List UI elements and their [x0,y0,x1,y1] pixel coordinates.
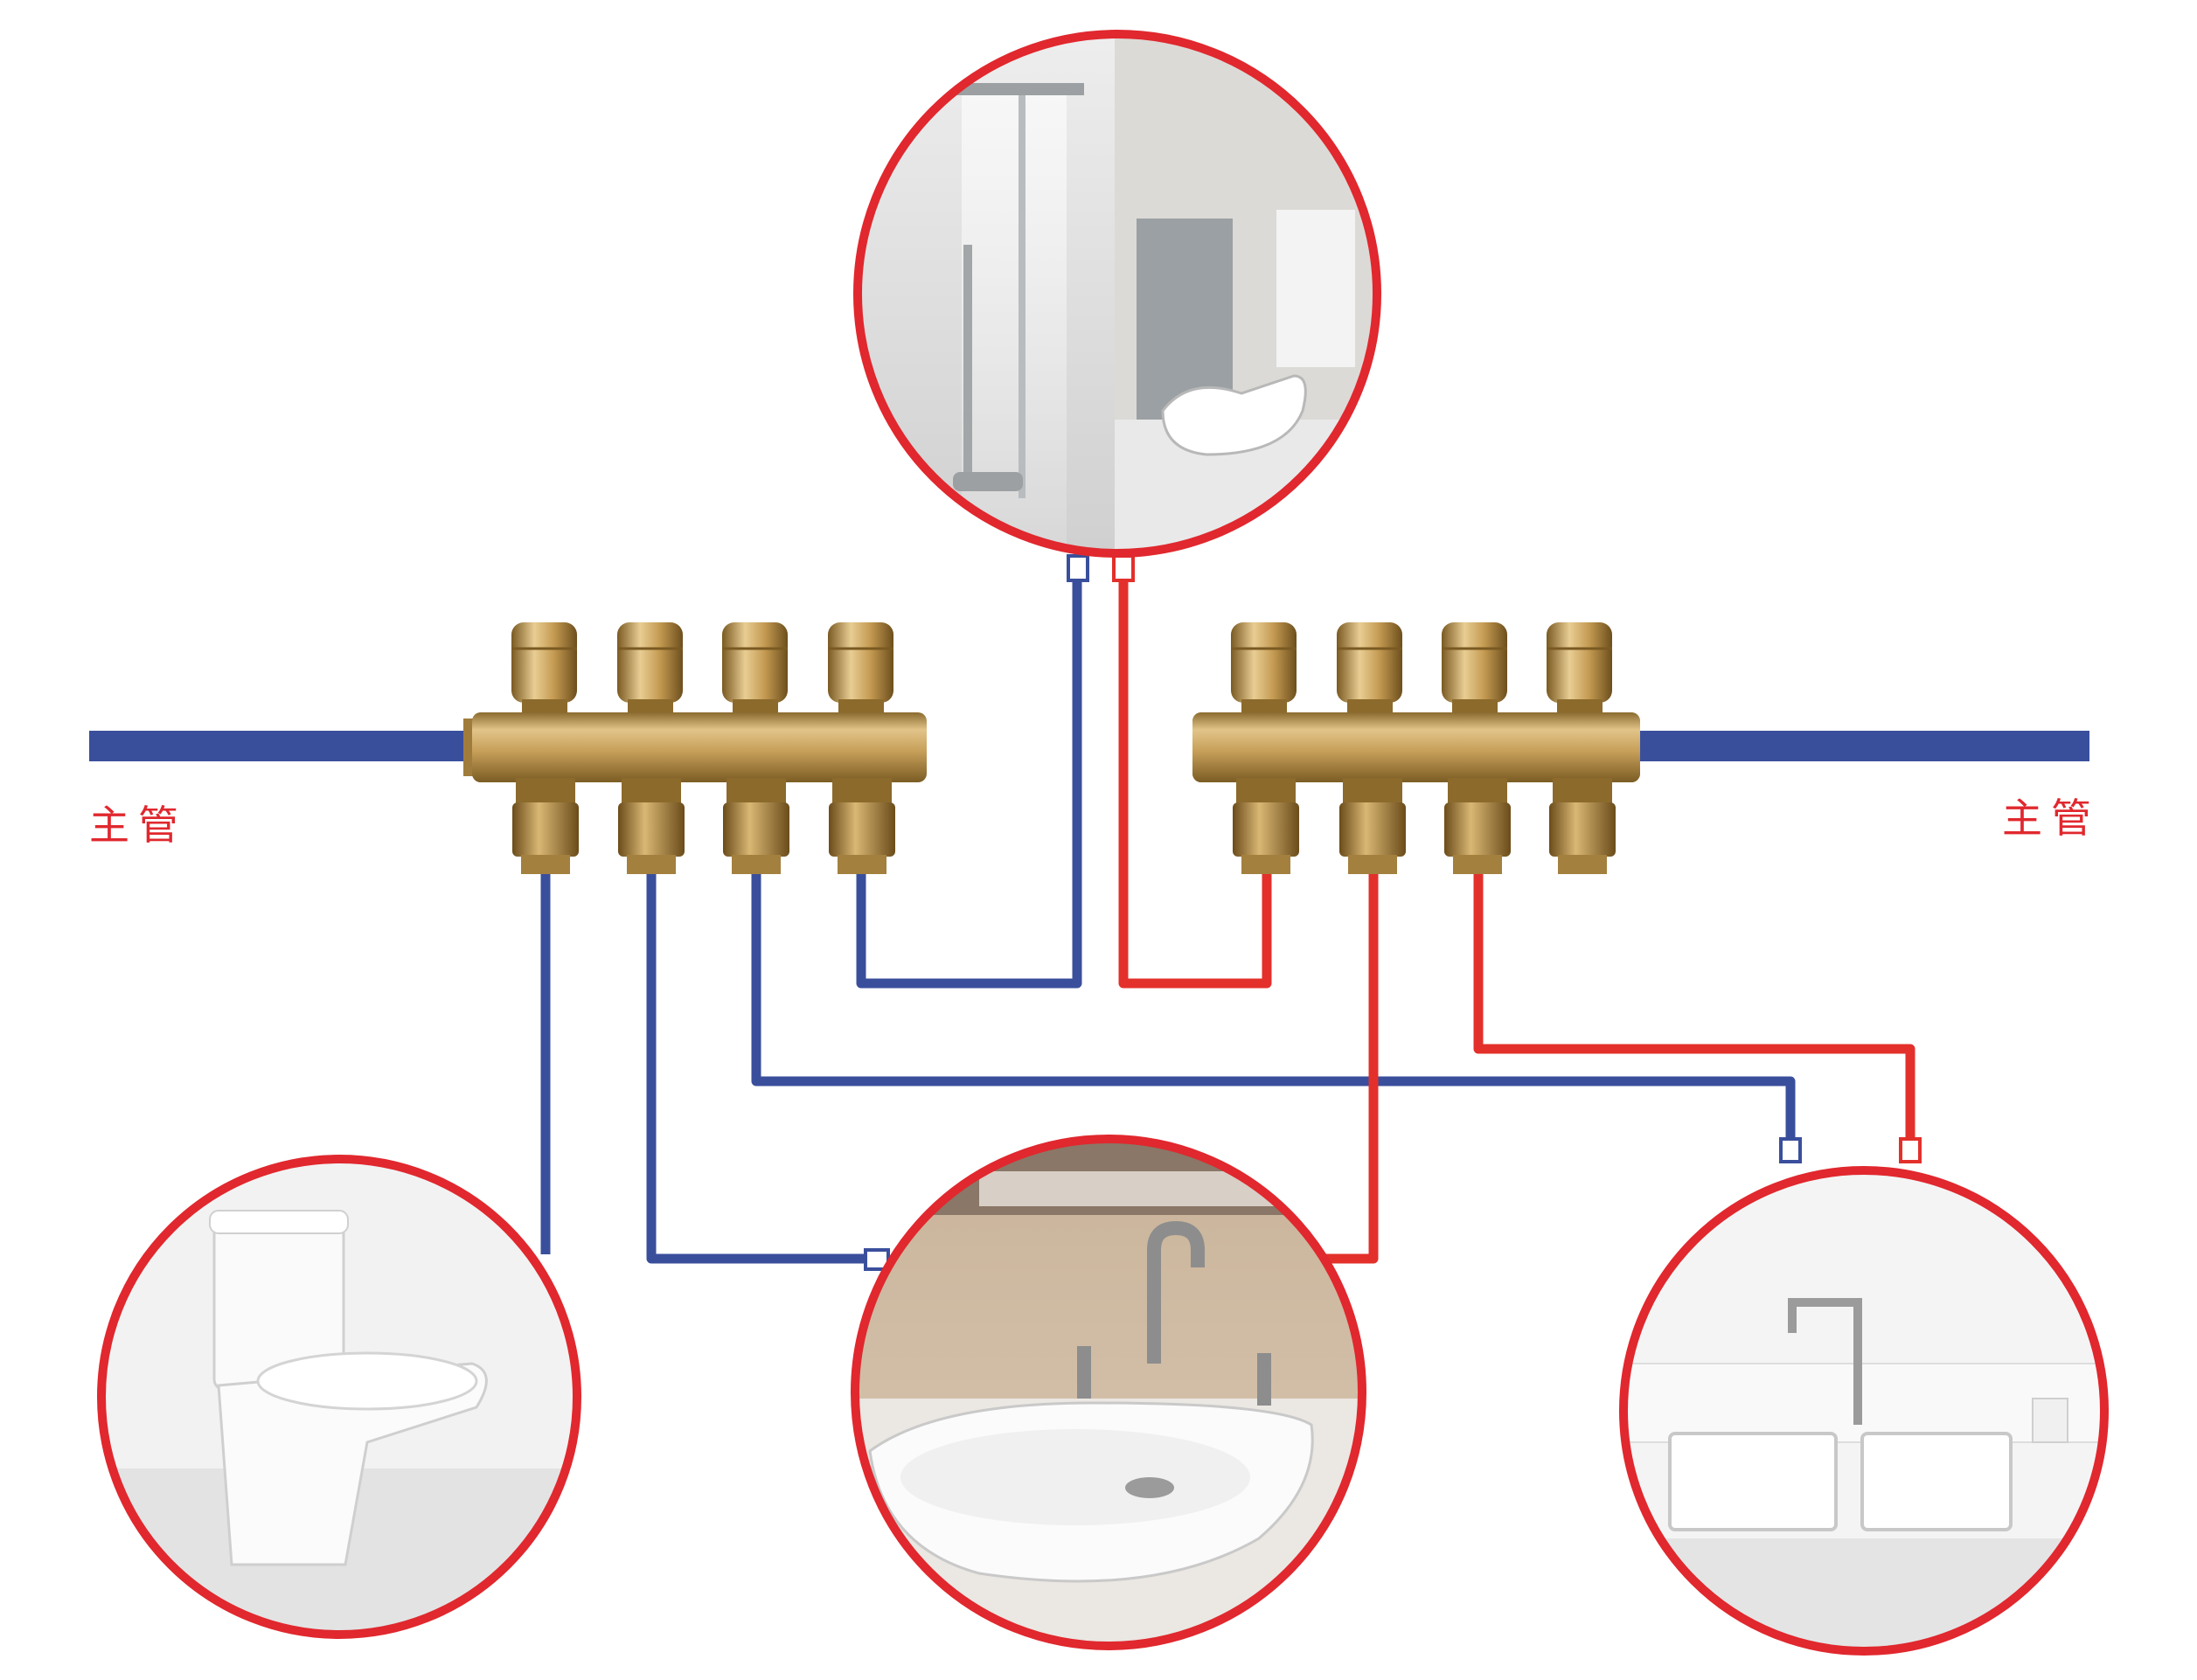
valve-cap [828,622,893,717]
kitchen-frame [1619,1166,2109,1656]
connector-kitchen-cold [1779,1137,1802,1163]
hot-manifold-valve-caps [1231,622,1612,717]
outlet-nut [1339,778,1406,874]
toilet-frame [97,1155,581,1639]
basin-frame [851,1135,1366,1650]
outlet-nut [1444,778,1511,874]
wash-basin-photo [851,1135,1366,1650]
hot-pipe-shower [1118,568,1272,989]
valve-cap [617,622,683,717]
outlet-nut [618,778,685,874]
valve-cap [722,622,788,717]
valve-cap [1442,622,1507,717]
cold-manifold-main-body [472,712,927,782]
hot-pipe-kitchen [1473,870,1915,1141]
outlet-nut [723,778,789,874]
main-pipe-left [89,731,483,761]
toilet-photo [97,1155,581,1639]
hot-pipe-basin [1303,870,1379,1264]
valve-cap [1337,622,1402,717]
main-pipe-label-left: 主管 [89,802,187,849]
hot-manifold-outlet-nuts [1233,778,1616,874]
cold-branch-pipes [540,568,1796,1264]
connector-shower-hot [1112,554,1135,582]
connector-kitchen-hot [1899,1137,1922,1163]
outlet-nut [1233,778,1299,874]
cold-manifold-valve-caps [511,622,893,717]
shower-bathroom-photo [853,30,1381,558]
shower-frame [853,30,1381,558]
cold-manifold-outlet-nuts [512,778,895,874]
valve-cap [1547,622,1612,717]
outlet-nut [829,778,895,874]
cold-pipe-shower [856,568,1082,989]
main-pipe-label-right: 主管 [2002,795,2100,842]
cold-pipe-basin [646,870,868,1264]
outlet-nut [1549,778,1616,874]
outlet-nut [512,778,579,874]
valve-cap [1231,622,1297,717]
cold-pipe-kitchen [751,870,1796,1141]
connector-shower-cold [1067,554,1089,582]
valve-cap [511,622,577,717]
main-pipe-right [1637,731,2089,761]
kitchen-sink-photo [1619,1166,2109,1656]
